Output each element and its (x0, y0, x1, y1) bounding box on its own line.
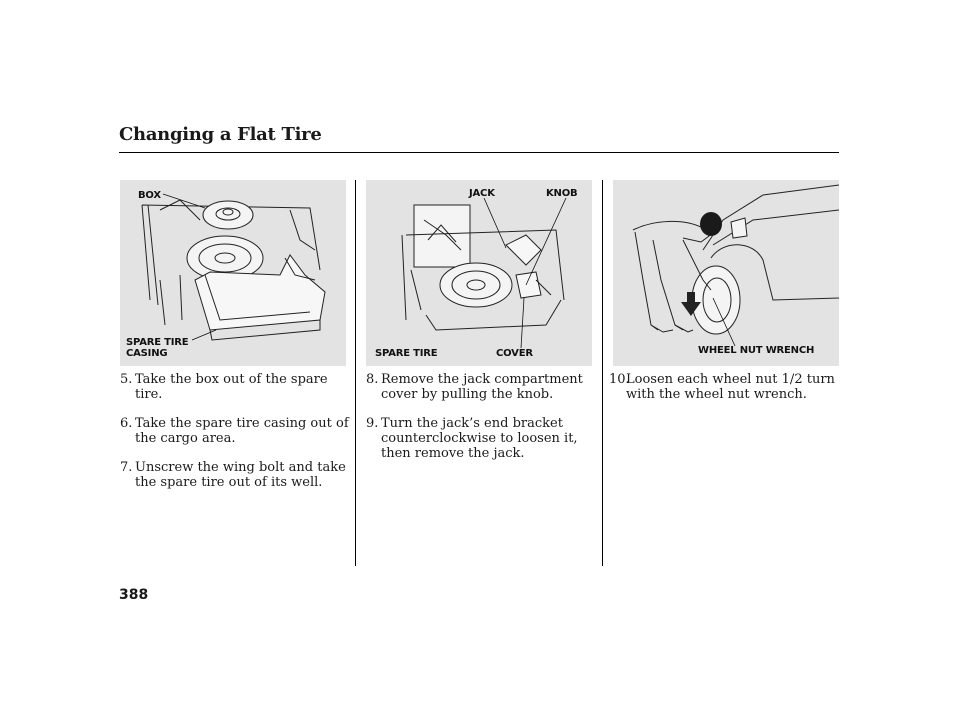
step-number: 5. (120, 372, 133, 387)
step-text: Take the box out of the spare tire. (135, 372, 328, 402)
page-number: 388 (119, 587, 149, 603)
step-number: 9. (366, 416, 379, 431)
cover-label: COVER (496, 348, 533, 359)
page-title: Changing a Flat Tire (119, 124, 322, 145)
jack-label: JACK (469, 188, 495, 199)
step-number: 10. (609, 372, 630, 387)
wheel-nut-wrench-illustration (632, 184, 839, 347)
title-divider (119, 152, 839, 153)
spare-tire-casing-label-line1: SPARE TIRE (126, 337, 189, 348)
step-text: Turn the jack’s end bracket counterclock… (381, 416, 578, 461)
spare-tire-casing-label-line2: CASING (126, 348, 168, 359)
step-9: 9. Turn the jack’s end bracket countercl… (366, 416, 598, 461)
step-number: 8. (366, 372, 379, 387)
spare-tire-box-illustration (141, 193, 326, 341)
steps-column-1: 5. Take the box out of the spare tire. 6… (120, 372, 350, 504)
step-text: Take the spare tire casing out of the ca… (135, 416, 349, 446)
step-6: 6. Take the spare tire casing out of the… (120, 416, 350, 446)
step-text: Remove the jack compartment cover by pul… (381, 372, 583, 402)
wheel-nut-wrench-label: WHEEL NUT WRENCH (698, 345, 815, 356)
spare-tire-label: SPARE TIRE (375, 348, 438, 359)
knob-label: KNOB (546, 188, 578, 199)
step-number: 6. (120, 416, 133, 431)
column-divider-2 (602, 180, 603, 566)
figure-spare-tire-box: BOX SPARE TIRE CASING (120, 180, 346, 366)
step-text: Unscrew the wing bolt and take the spare… (135, 460, 346, 490)
step-number: 7. (120, 460, 133, 475)
box-label: BOX (138, 190, 161, 201)
step-7: 7. Unscrew the wing bolt and take the sp… (120, 460, 350, 490)
column-divider-1 (355, 180, 356, 566)
step-text: Loosen each wheel nut 1/2 turn with the … (626, 372, 835, 402)
steps-column-2: 8. Remove the jack compartment cover by … (366, 372, 598, 475)
figure-wheel-nut-wrench: WHEEL NUT WRENCH (613, 180, 839, 366)
step-8: 8. Remove the jack compartment cover by … (366, 372, 598, 402)
step-5: 5. Take the box out of the spare tire. (120, 372, 350, 402)
jack-compartment-illustration (401, 197, 567, 349)
figure-jack-compartment: JACK KNOB SPARE TIRE COVER (366, 180, 592, 366)
steps-column-3: 10. Loosen each wheel nut 1/2 turn with … (609, 372, 839, 416)
step-10: 10. Loosen each wheel nut 1/2 turn with … (609, 372, 839, 402)
